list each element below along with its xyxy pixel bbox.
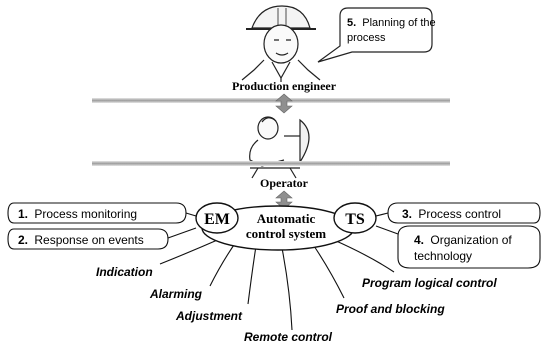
box4-number: 4.: [414, 233, 424, 247]
separator-bar-top: [92, 98, 450, 103]
box-connectors: [167, 212, 399, 239]
callout-number: 5.: [347, 17, 356, 29]
acs-label-line-1: Automatic: [257, 211, 316, 226]
function-proof-and-blocking: Proof and blocking: [336, 302, 445, 316]
callout-line-1: Planning of the: [362, 17, 435, 29]
function-indication: Indication: [96, 265, 153, 279]
box4-text-line-1: Organization of: [430, 233, 512, 247]
svg-text:2. Response on events: 2. Response on events: [18, 233, 144, 247]
function-program-logical-control: Program logical control: [362, 276, 497, 290]
box-process-monitoring: 1. Process monitoring: [7, 202, 187, 224]
box1-text: Process monitoring: [34, 207, 137, 221]
box3-number: 3.: [402, 207, 412, 221]
callout-line-2: process: [347, 32, 386, 44]
svg-text:3. Process control: 3. Process control: [402, 207, 501, 221]
acs-label-line-2: control system: [246, 226, 326, 241]
box1-number: 1.: [18, 207, 28, 221]
box-organization-of-technology: 4. Organization of technology: [397, 225, 541, 269]
box3-text: Process control: [418, 207, 501, 221]
double-arrow-top: [275, 93, 293, 114]
em-label: EM: [204, 211, 230, 228]
function-remote-control: Remote control: [244, 330, 333, 344]
box-response-on-events: 2. Response on events: [7, 228, 169, 250]
em-node: [195, 202, 239, 234]
box2-text: Response on events: [34, 233, 143, 247]
box4-text-line-2: technology: [414, 249, 472, 263]
production-engineer-figure: [241, 5, 321, 82]
ts-node: [333, 202, 377, 234]
function-adjustment: Adjustment: [175, 309, 243, 323]
function-spokes: [159, 237, 395, 331]
callout-planning: 5. Planning of the process: [317, 7, 436, 63]
ts-label: TS: [345, 211, 365, 228]
function-alarming: Alarming: [149, 287, 203, 301]
separator-bar-middle: [92, 161, 450, 166]
production-engineer-label: Production engineer: [232, 79, 337, 93]
box-process-control: 3. Process control: [387, 202, 541, 224]
svg-text:4. Organization of: 4. Organization of: [414, 233, 512, 247]
svg-text:1. Process monitoring: 1. Process monitoring: [18, 207, 137, 221]
operator-figure: [249, 116, 310, 179]
svg-text:5. Planning of the: 5. Planning of the: [347, 17, 436, 29]
operator-label: Operator: [260, 176, 309, 190]
box2-number: 2.: [18, 233, 28, 247]
